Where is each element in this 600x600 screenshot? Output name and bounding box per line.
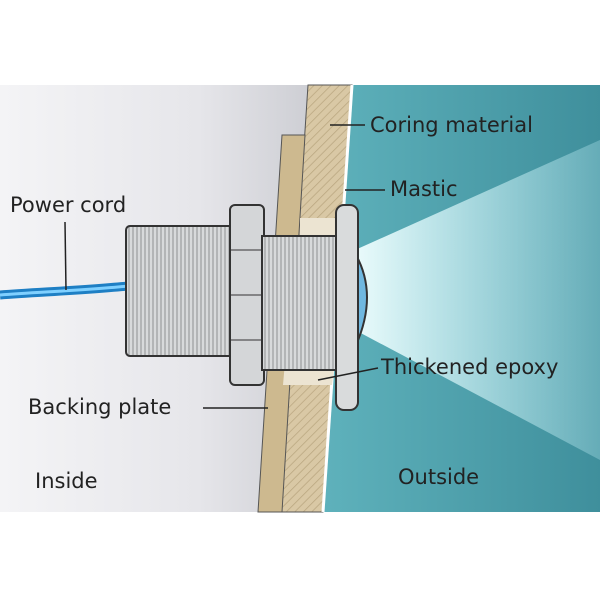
light-beam <box>355 140 600 460</box>
label-inside: Inside <box>35 469 98 493</box>
label-thickened-epoxy: Thickened epoxy <box>381 355 559 379</box>
label-power-cord: Power cord <box>10 193 127 217</box>
flange <box>335 204 359 411</box>
inner-thread <box>261 235 339 371</box>
label-mastic: Mastic <box>390 177 458 201</box>
epoxy-top <box>300 218 340 238</box>
label-outside: Outside <box>398 465 480 489</box>
label-backing-plate: Backing plate <box>28 395 172 419</box>
label-coring-material: Coring material <box>370 113 533 137</box>
threaded-body <box>125 225 239 357</box>
